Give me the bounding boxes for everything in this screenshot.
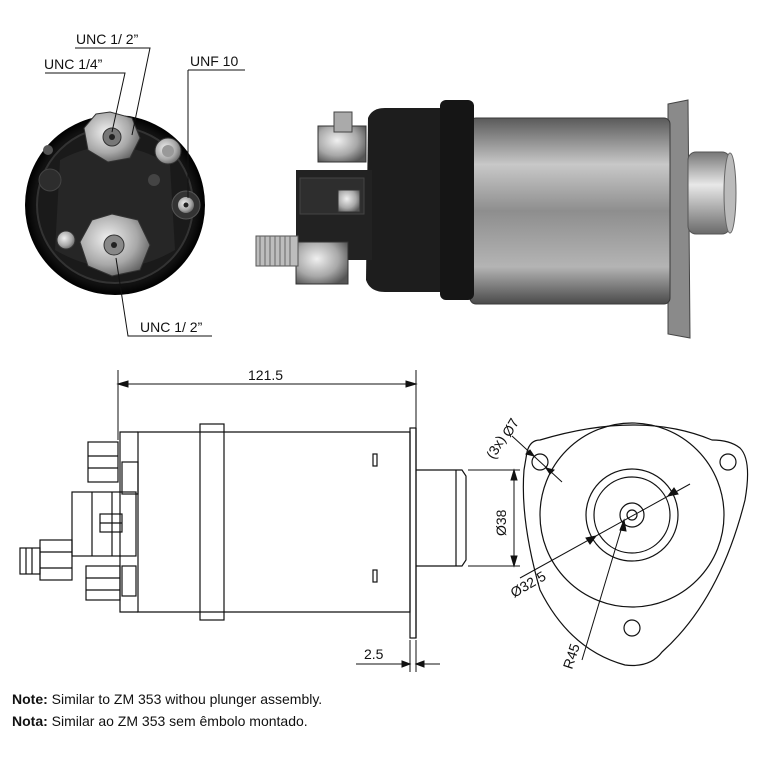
flange-front-view [522, 422, 749, 667]
plunger-diameter-dimension [468, 468, 520, 568]
upper-terminal-nut [83, 111, 141, 163]
callout-leaders [45, 47, 245, 337]
callout-unf-10: UNF 10 [190, 53, 238, 69]
dimension-flange-radius: R45 [560, 641, 583, 671]
dimension-hole-count: (3x) [483, 433, 509, 462]
notes-block: Note: Similar to ZM 353 withou plunger a… [12, 688, 322, 732]
flange-dimension-leaders [511, 435, 691, 661]
dimension-overall-length: 121.5 [248, 367, 283, 383]
callout-unc-quarter: UNC 1/4” [44, 56, 103, 72]
note-english-text: Similar to ZM 353 withou plunger assembl… [47, 691, 323, 707]
dimension-plunger-diameter: Ø38 [493, 509, 509, 536]
solenoid-side-photo [255, 99, 737, 339]
small-terminal-nut [154, 137, 182, 165]
threaded-stud [255, 235, 299, 267]
note-portuguese-prefix: Nota: [12, 713, 48, 729]
side-view-drawing [19, 423, 467, 639]
note-portuguese-text: Similar ao ZM 353 sem êmbolo montado. [47, 713, 308, 729]
terminal-cap-photo [25, 111, 205, 295]
overall-length-dimension [116, 370, 418, 440]
unf10-stud [171, 190, 201, 220]
flange-thickness-dimension [356, 640, 440, 672]
lower-terminal-nut [79, 213, 151, 277]
callout-unc-half-bottom: UNC 1/ 2” [140, 319, 203, 335]
note-english-prefix: Note: [12, 691, 48, 707]
dimension-hole-diameter: Ø7 [499, 415, 522, 439]
note-english: Note: Similar to ZM 353 withou plunger a… [12, 688, 322, 710]
callout-unc-half-top: UNC 1/ 2” [76, 31, 139, 47]
dimension-flange-thickness: 2.5 [364, 646, 384, 662]
note-portuguese: Nota: Similar ao ZM 353 sem êmbolo monta… [12, 710, 322, 732]
